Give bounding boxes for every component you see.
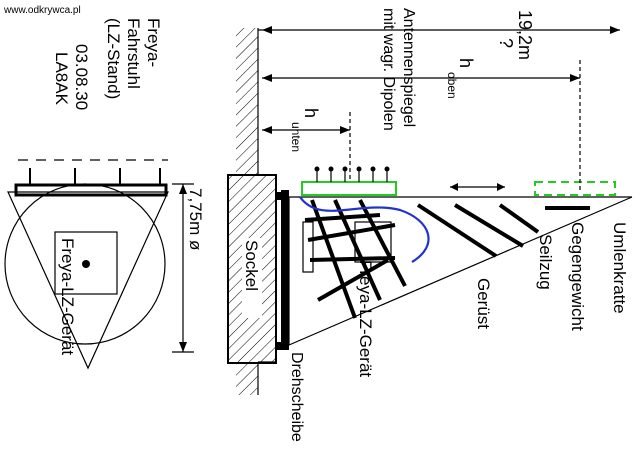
frame-triangle [7,191,169,370]
brace [453,203,525,248]
cable-pull-label: Seilzug [536,234,555,290]
brace [498,203,540,234]
ground-hatch [236,28,258,176]
arrow-head [262,26,272,34]
h-oben-h: h [456,58,476,68]
socket-label-bg [242,238,262,318]
top-view-device-label: Freya-LZ-Gerät [58,238,77,355]
center-point [82,260,90,268]
brace [416,203,498,258]
top-platform [14,183,168,197]
bearing [277,192,283,200]
arrow-head [610,26,620,34]
height-question: ? [496,38,516,48]
h-unten-sub: unten [289,122,303,152]
brace [307,223,396,242]
title-line-1: Freya- [144,18,163,67]
scaffold-label: Gerüst [474,278,493,329]
arrow-head [570,74,580,82]
arrow-head [450,183,458,191]
arrow-head [340,126,350,134]
diameter-label: 7,75m ø [186,188,205,250]
device-box [354,221,392,263]
arrow-head [179,184,187,194]
turntable [281,190,289,350]
h-oben-sub: oben [445,72,459,99]
code-label: LA8AK [52,52,71,106]
arrow-head [179,342,187,352]
brace [304,213,381,222]
socket-label: Sockel [242,240,261,291]
side-view: Sockel Drehscheibe [227,8,633,442]
antenna-mirror-top [534,181,616,196]
bearing [277,342,283,350]
arrow-head [262,74,272,82]
arrow-head [262,126,272,134]
date-label: 03.08.30 [72,44,91,110]
turntable-label: Drehscheibe [288,352,305,442]
device-box [54,231,118,295]
cable [299,196,430,263]
top-view: 7,75m ø Freya-LZ-Gerät Freya- Fahrstuhl … [4,18,205,370]
h-unten-h: h [301,108,321,118]
device-mount [302,221,314,273]
title-line-2: Fahrstuhl [124,18,143,89]
watermark: www.odkrywca.pl [3,5,81,16]
antenna-label-2: mit wagr. Dipolen [380,8,397,131]
ground-hatch [236,362,258,395]
brace [317,258,389,302]
counterweight-label: Gegengewicht [568,222,587,331]
pulley-label: Umlenkratte [610,222,629,314]
title-line-3: (LZ-Stand) [104,18,123,99]
rotation-circle [4,183,166,345]
brace [309,256,396,262]
arrow-head [497,183,505,191]
device-label: Freya-LZ-Gerät [356,260,375,377]
diagonal-chord [288,196,633,346]
antenna-mirror-bottom [301,181,397,196]
dipoles [314,166,390,182]
height-value: 19,2m [515,10,535,60]
antenna-label-1: Antennenspiegel [400,8,417,127]
